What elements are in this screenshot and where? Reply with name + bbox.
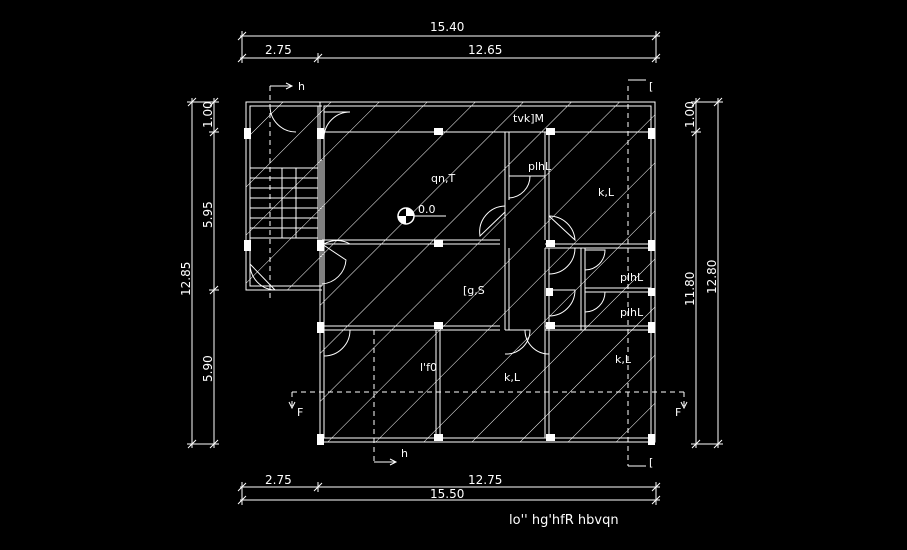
bottom-dimensions — [237, 482, 661, 505]
room-terrace: tvk]M — [513, 112, 544, 125]
room-bath-1: plhL — [528, 160, 552, 173]
section-lines — [269, 86, 685, 466]
dim-top-right: 12.65 — [468, 43, 502, 57]
section-mark-bracket-top: [ — [649, 80, 653, 93]
outer-walls — [245, 101, 656, 443]
dim-right-total: 12.80 — [705, 260, 719, 294]
room-hall: qn,T — [431, 172, 455, 185]
left-dimensions — [187, 97, 219, 449]
dim-left-mid: 5.95 — [201, 201, 215, 228]
section-mark-bracket-bottom: [ — [649, 456, 653, 469]
dim-top-total: 15.40 — [430, 20, 464, 34]
dim-bottom-total: 15.50 — [430, 487, 464, 501]
section-mark-h-top: h — [298, 80, 305, 93]
dim-top-left: 2.75 — [265, 43, 292, 57]
room-bath-2: plhL — [620, 271, 644, 284]
interior-walls — [317, 106, 651, 438]
dim-left-total: 12.85 — [179, 262, 193, 296]
room-kitchen: l'f0 — [420, 361, 437, 374]
dim-right-mid: 11.80 — [683, 272, 697, 306]
drawing-title: lo'' hg'hfR hbvqn — [509, 513, 619, 528]
section-mark-h-bottom: h — [401, 447, 408, 460]
room-bedroom-3: k,L — [615, 353, 632, 366]
section-mark-f-right: F — [675, 406, 681, 419]
room-bedroom-1: k,L — [598, 186, 615, 199]
dim-bottom-left: 2.75 — [265, 473, 292, 487]
dim-left-top: 1.00 — [201, 101, 215, 128]
level-marker — [397, 207, 446, 225]
room-lobby: [g,S — [463, 284, 485, 297]
room-bedroom-2: k,L — [504, 371, 521, 384]
staircase — [249, 167, 319, 239]
dim-right-top: 1.00 — [683, 101, 697, 128]
dim-left-bottom: 5.90 — [201, 355, 215, 382]
section-mark-f-left: F — [297, 406, 303, 419]
level-value: 0.0 — [418, 203, 436, 216]
columns — [244, 128, 655, 445]
room-bath-3: plhL — [620, 306, 644, 319]
top-dimensions — [237, 31, 661, 63]
hatched-area — [246, 102, 655, 442]
section-arrows — [270, 79, 688, 467]
right-dimensions — [691, 97, 723, 449]
dim-bottom-right: 12.75 — [468, 473, 502, 487]
